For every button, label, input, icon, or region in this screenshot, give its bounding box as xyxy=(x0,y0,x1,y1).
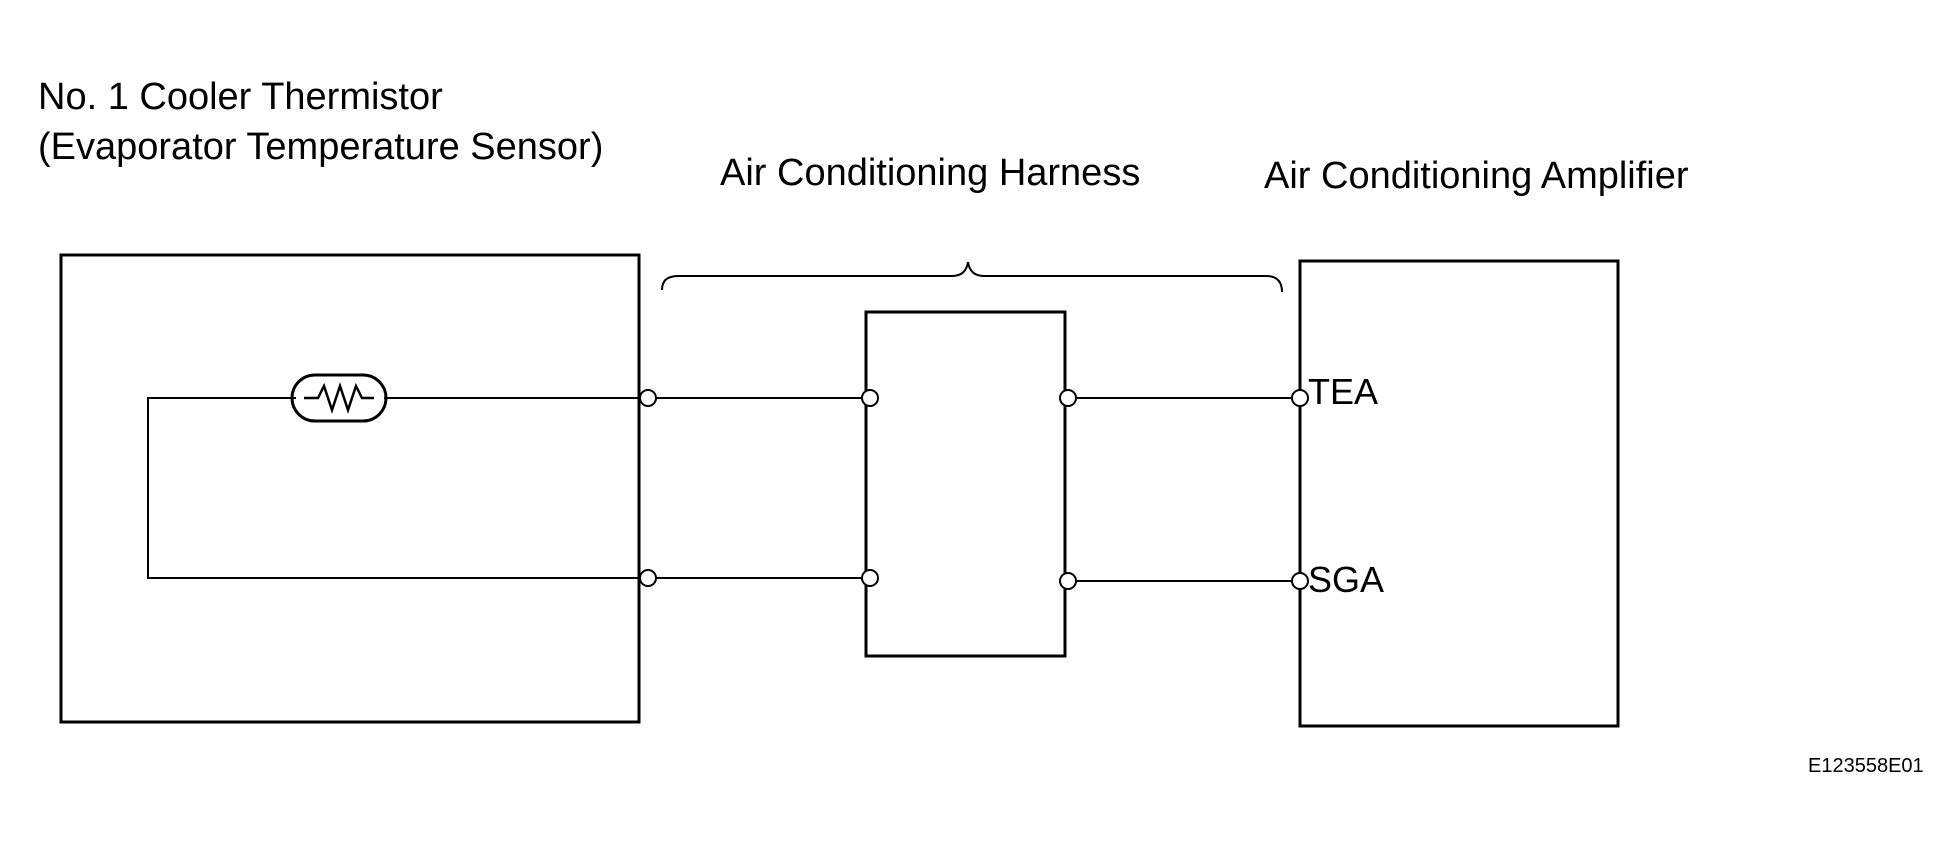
harness-bracket xyxy=(661,261,1283,293)
resistor-zigzag-icon xyxy=(304,382,374,414)
amplifier-title: Air Conditioning Amplifier xyxy=(1264,155,1689,197)
sensor-title-line1: No. 1 Cooler Thermistor xyxy=(38,76,443,118)
sensor-internal-loop xyxy=(147,397,644,579)
harness-title: Air Conditioning Harness xyxy=(720,152,1141,194)
pin-label-tea: TEA xyxy=(1308,371,1379,412)
sensor-box xyxy=(59,253,641,724)
harness-connector-box xyxy=(864,310,1067,658)
terminal-amp-tea xyxy=(1291,389,1309,407)
terminal-harness-in-top xyxy=(861,389,879,407)
terminal-amp-sga xyxy=(1291,572,1309,590)
pin-label-sga: SGA xyxy=(1308,559,1385,600)
terminal-harness-in-bottom xyxy=(861,569,879,587)
figure-id: E123558E01 xyxy=(1808,755,1924,777)
terminal-sensor-bottom xyxy=(639,569,657,587)
sensor-title-line2: (Evaporator Temperature Sensor) xyxy=(38,126,604,168)
terminal-sensor-top xyxy=(639,389,657,407)
sensor-title: No. 1 Cooler Thermistor (Evaporator Temp… xyxy=(38,72,603,172)
terminal-harness-out-top xyxy=(1059,389,1077,407)
thermistor-icon xyxy=(290,373,388,423)
amplifier-box xyxy=(1298,259,1620,728)
terminal-harness-out-bottom xyxy=(1059,572,1077,590)
